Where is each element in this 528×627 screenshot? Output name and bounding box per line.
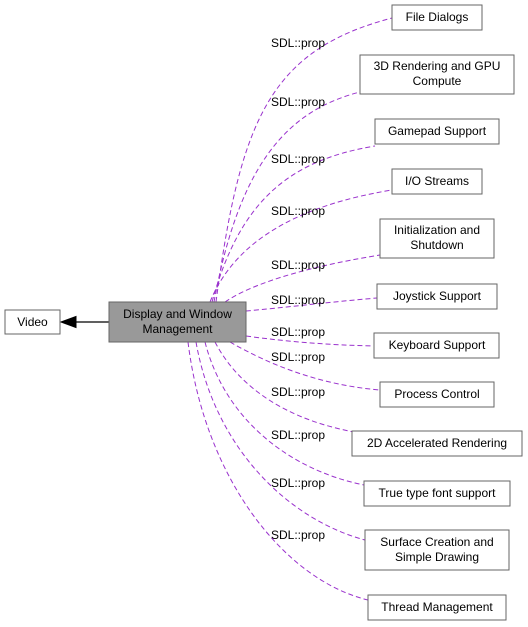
node-initialization-shutdown[interactable]: Initialization and Shutdown: [379, 218, 495, 259]
node-true-type-font[interactable]: True type font support: [363, 480, 511, 507]
edge-initialization: [224, 254, 381, 303]
edge-label-keyboard: SDL::prop: [271, 325, 325, 339]
node-surface-line1: Surface Creation and: [380, 535, 493, 549]
edge-label-surface: SDL::prop: [271, 476, 325, 490]
edge-thread: [187, 341, 369, 601]
edge-2d-rendering: [214, 341, 355, 433]
node-file-dialogs-label: File Dialogs: [406, 10, 469, 24]
edge-label-ttf: SDL::prop: [271, 428, 325, 442]
node-initialization-line2: Shutdown: [410, 238, 463, 252]
edge-joystick: [245, 297, 378, 312]
edge-surface: [195, 341, 366, 541]
node-thread-label: Thread Management: [381, 600, 493, 614]
edge-label-joystick: SDL::prop: [271, 293, 325, 307]
node-video[interactable]: Video: [4, 309, 61, 335]
edge-label-io-streams: SDL::prop: [271, 204, 325, 218]
node-file-dialogs[interactable]: File Dialogs: [391, 4, 483, 31]
node-focus-line1: Display and Window: [123, 307, 232, 321]
node-display-window-management: Display and Window Management: [108, 301, 247, 343]
node-focus-line2: Management: [142, 322, 213, 336]
node-gamepad-support[interactable]: Gamepad Support: [374, 118, 500, 145]
node-process-control[interactable]: Process Control: [379, 381, 495, 408]
node-io-streams-label: I/O Streams: [405, 174, 469, 188]
edge-io-streams: [209, 189, 393, 303]
node-ttf-label: True type font support: [379, 486, 497, 500]
node-3d-rendering-line2: Compute: [413, 74, 462, 88]
node-initialization-line1: Initialization and: [394, 223, 480, 237]
parent-edge: [59, 315, 109, 329]
edge-label-initialization: SDL::prop: [271, 258, 325, 272]
edge-gamepad: [211, 145, 376, 303]
node-3d-rendering-line1: 3D Rendering and GPU: [374, 59, 501, 73]
node-surface-creation[interactable]: Surface Creation and Simple Drawing: [364, 529, 510, 571]
edge-label-3d-rendering: SDL::prop: [271, 95, 325, 109]
edge-label-2d-rendering: SDL::prop: [271, 385, 325, 399]
edges: [187, 17, 393, 601]
node-joystick-label: Joystick Support: [393, 289, 482, 303]
node-keyboard-support[interactable]: Keyboard Support: [373, 332, 500, 359]
edge-file-dialogs: [215, 17, 393, 303]
edge-process-control: [229, 341, 381, 391]
node-3d-rendering-gpu[interactable]: 3D Rendering and GPU Compute: [359, 54, 515, 95]
edge-labels: SDL::prop SDL::prop SDL::prop SDL::prop …: [271, 36, 325, 542]
edge-ttf: [204, 341, 365, 486]
edge-3d-rendering: [213, 91, 361, 303]
edge-label-gamepad: SDL::prop: [271, 152, 325, 166]
node-joystick-support[interactable]: Joystick Support: [376, 283, 498, 310]
node-io-streams[interactable]: I/O Streams: [391, 168, 483, 195]
edge-label-file-dialogs: SDL::prop: [271, 36, 325, 50]
parent-edge-arrowhead: [59, 315, 77, 329]
node-surface-line2: Simple Drawing: [395, 550, 479, 564]
edge-label-process-control: SDL::prop: [271, 350, 325, 364]
node-2d-rendering-label: 2D Accelerated Rendering: [367, 436, 507, 450]
edge-label-thread: SDL::prop: [271, 528, 325, 542]
node-process-control-label: Process Control: [394, 387, 479, 401]
edge-keyboard: [245, 335, 375, 347]
node-video-label: Video: [17, 315, 48, 329]
node-gamepad-label: Gamepad Support: [388, 124, 487, 138]
node-2d-accelerated-rendering[interactable]: 2D Accelerated Rendering: [351, 430, 523, 457]
node-keyboard-label: Keyboard Support: [389, 338, 486, 352]
node-thread-management[interactable]: Thread Management: [367, 594, 507, 621]
